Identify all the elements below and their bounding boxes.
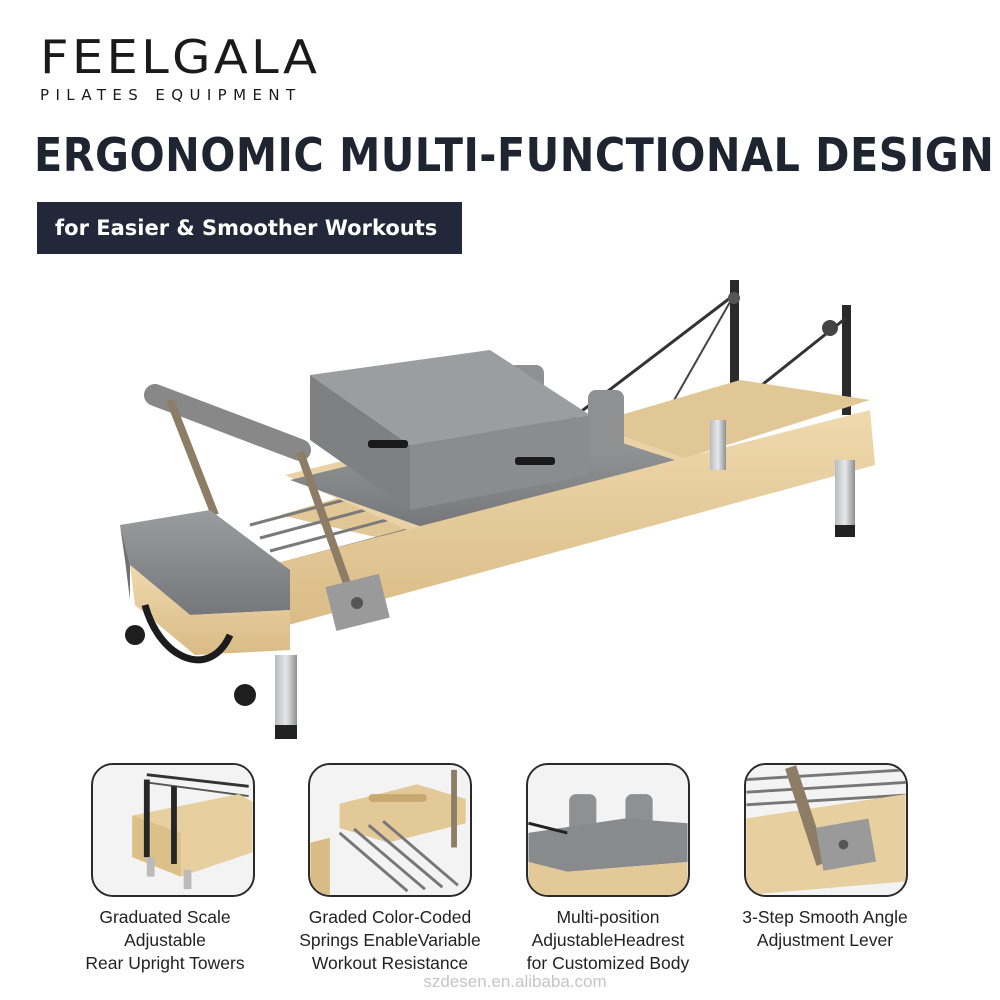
feature-caption-rear-towers: Graduated Scale Adjustable Rear Upright …	[55, 906, 275, 975]
subheadline-text: for Easier & Smoother Workouts	[55, 216, 438, 240]
caption-line: Adjustable	[124, 930, 206, 950]
brand-name: FEELGALA	[40, 30, 321, 84]
caption-line: AdjustableHeadrest	[531, 930, 685, 950]
headline: ERGONOMIC MULTI-FUNCTIONAL DESIGN	[34, 128, 995, 182]
caption-line: Graded Color-Coded	[308, 907, 472, 927]
reformer-product-image	[120, 280, 875, 739]
subheadline-banner: for Easier & Smoother Workouts	[37, 202, 462, 254]
feature-thumbnail-rear-towers	[91, 763, 255, 897]
watermark: szdesen.en.alibaba.com	[423, 972, 607, 991]
caption-line: 3-Step Smooth Angle	[742, 907, 908, 927]
feature-caption-angle-lever: 3-Step Smooth Angle Adjustment Lever	[715, 906, 935, 952]
brand-tagline: PILATES EQUIPMENT	[40, 86, 302, 104]
caption-line: Multi-position	[556, 907, 660, 927]
feature-thumbnail-springs	[308, 763, 472, 897]
feature-thumbnail-headrest	[526, 763, 690, 897]
feature-caption-headrest: Multi-position AdjustableHeadrest for Cu…	[498, 906, 718, 975]
caption-line: Workout Resistance	[311, 953, 469, 973]
feature-caption-springs: Graded Color-Coded Springs EnableVariabl…	[280, 906, 500, 975]
caption-line: Springs EnableVariable	[299, 930, 481, 950]
caption-line: Rear Upright Towers	[85, 953, 245, 973]
caption-line: for Customized Body	[526, 953, 690, 973]
caption-line: Adjustment Lever	[756, 930, 894, 950]
feature-thumbnail-angle-lever	[744, 763, 908, 897]
caption-line: Graduated Scale	[99, 907, 231, 927]
brand-logo: FEELGALA PILATES EQUIPMENT	[40, 34, 317, 104]
